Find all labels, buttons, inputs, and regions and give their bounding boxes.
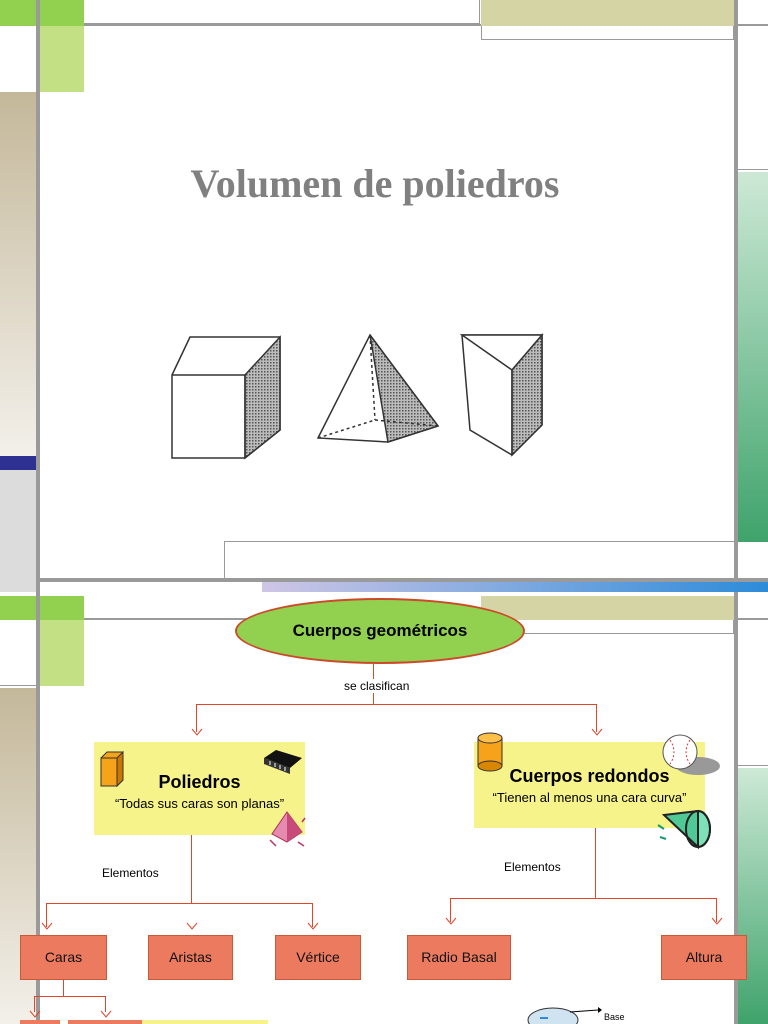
altura-box: Altura <box>661 935 747 980</box>
cylinder-icon <box>477 732 503 772</box>
connector-line <box>450 898 716 899</box>
connector-line <box>46 903 312 904</box>
frame-right-line <box>734 0 738 592</box>
base-label: Base <box>604 1012 625 1022</box>
frame-tan-gradient <box>0 92 36 456</box>
vertice-box: Vértice <box>275 935 361 980</box>
connector-line <box>450 898 451 922</box>
baseball-icon <box>662 734 720 775</box>
frame-right-box <box>738 0 768 170</box>
arrow-head <box>191 728 203 736</box>
frame-navy-band <box>0 456 36 470</box>
poliedros-subtitle: “Todas sus caras son planas” <box>114 796 285 811</box>
caras-child-box <box>20 1020 60 1024</box>
connector-line <box>595 828 596 898</box>
poliedros-elements-label: Elementos <box>102 866 159 880</box>
connector-line <box>34 996 106 997</box>
frame-top-right-box <box>481 26 734 40</box>
connector-line <box>34 996 35 1012</box>
frame-right-box <box>738 596 768 766</box>
connector-line <box>105 996 106 1012</box>
slide-title: Volumen de poliedros <box>190 161 560 206</box>
connector-line <box>196 704 596 705</box>
frame-bottom-box <box>224 541 734 581</box>
arrow-head <box>186 922 198 930</box>
frame-bottom-line <box>40 578 768 582</box>
pyramid-icon <box>316 333 440 443</box>
frame-light-green-block <box>40 26 84 92</box>
aristas-box: Aristas <box>148 935 233 980</box>
poliedros-title: Poliedros <box>158 772 241 792</box>
diamond-icon <box>269 811 306 847</box>
arrow-head <box>307 922 319 930</box>
connector-line <box>191 835 192 903</box>
caras-child-box <box>68 1020 142 1024</box>
base-diagram-icon <box>527 1007 602 1024</box>
connector-line <box>196 704 197 732</box>
connector-line <box>596 704 597 732</box>
cone-icon <box>657 809 711 850</box>
frame-top-box <box>84 0 480 24</box>
solids-illustration <box>171 332 544 460</box>
root-oval: Cuerpos geométricos <box>235 598 525 664</box>
frame-green-block <box>0 0 84 26</box>
slide-2: Cuerpos geométricos se clasifican Polied… <box>0 592 768 1024</box>
radio-basal-box: Radio Basal <box>407 935 511 980</box>
frame-top-line <box>84 24 768 26</box>
cuerpos-redondos-title: Cuerpos redondos <box>509 766 670 786</box>
frame-khaki-block <box>481 0 734 26</box>
frame-green-block <box>0 596 84 620</box>
arrow-head <box>591 728 603 736</box>
poliedros-box: Poliedros “Todas sus caras son planas” <box>94 742 306 847</box>
connector-line <box>63 980 64 996</box>
frame-left-box <box>0 620 36 686</box>
cube-icon <box>171 335 281 460</box>
frame-left-line <box>36 0 40 592</box>
box-icon <box>100 750 124 788</box>
slide-1: Volumen de poliedros <box>0 0 768 592</box>
cuerpos-redondos-subtitle: “Tienen al menos una cara curva” <box>492 790 687 805</box>
root-label: Cuerpos geométricos <box>292 621 468 640</box>
frame-right-line <box>734 592 738 1024</box>
cuerpos-elements-label: Elementos <box>504 860 561 874</box>
arrow-head <box>29 1010 41 1018</box>
connector-line <box>46 903 47 927</box>
frame-khaki-block <box>481 596 734 620</box>
connector-label: se clasifican <box>344 679 410 693</box>
frame-blue-band <box>262 582 768 592</box>
arrow-head <box>100 1010 112 1018</box>
frame-teal-gradient <box>738 172 768 542</box>
connector-line <box>716 898 717 922</box>
frame-light-green-block <box>40 620 84 686</box>
frame-gray-block <box>0 470 36 592</box>
arrow-head <box>711 917 723 925</box>
caras-child-box <box>142 1020 268 1024</box>
arrow-head <box>445 917 457 925</box>
frame-teal-gradient <box>738 768 768 1024</box>
connector-line <box>312 903 313 927</box>
arrow-head <box>41 922 53 930</box>
frame-left-line <box>36 592 40 1024</box>
caras-box: Caras <box>20 935 107 980</box>
chip-icon <box>264 750 302 774</box>
cuerpos-redondos-box: Cuerpos redondos “Tienen al menos una ca… <box>474 742 705 828</box>
prism-icon <box>459 332 544 457</box>
